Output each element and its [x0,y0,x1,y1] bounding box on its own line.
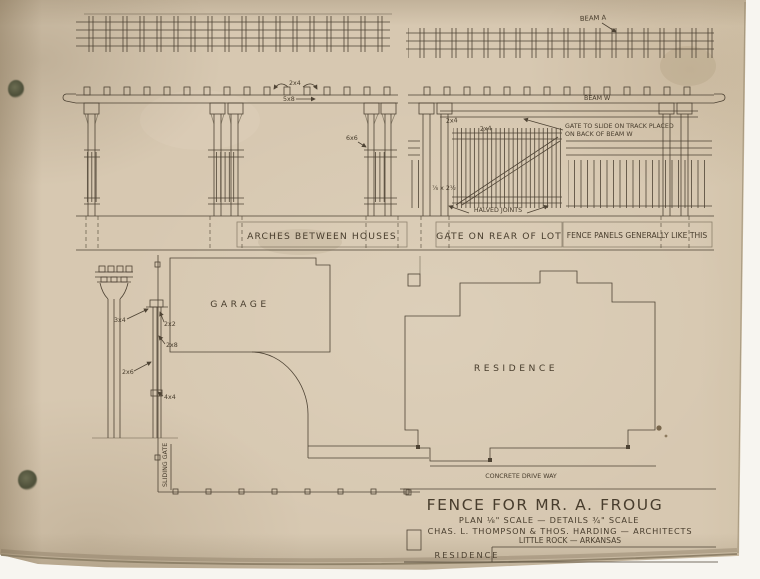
punch-hole-bottom [18,470,37,490]
dim-label: 2x4 [480,125,492,133]
label-beam-a: BEAM A [580,14,607,23]
label-halved-joints: HALVED JOINTS [474,207,522,214]
label-gate-on-rear-of-lot: GATE ON REAR OF LOT [436,231,562,242]
garage-outline [169,257,331,353]
label-fence-panels: FENCE PANELS GENERALLY LIKE THIS [567,231,708,240]
label-garage: GARAGE [210,299,269,310]
label-sliding-gate: SLIDING GATE [162,443,169,487]
drive-curve [251,351,309,458]
dim-label: 5x8 [283,96,295,103]
dim-label: ⅞ x 2½ [432,184,456,192]
arches-elevation [62,83,398,216]
title-block [400,488,718,563]
paper-stains [140,46,716,438]
label-residence-bottom: RESIDENCE [435,550,500,560]
drawing-title: FENCE FOR MR. A. FROUG [427,496,664,514]
dim-label: 6x6 [346,135,358,142]
architects-location: LITTLE ROCK — ARKANSAS [519,536,621,545]
gate-elevation [408,86,726,216]
paper-edge-shadow [0,1,746,566]
label-gate-note-1: GATE TO SLIDE ON TRACK PLACED [565,123,674,130]
label-beam-w: BEAM W [584,95,611,102]
label-arches-between-houses: ARCHES BETWEEN HOUSES [247,231,397,242]
residence-outline [404,270,656,462]
label-concrete-drive-way: CONCRETE DRIVE WAY [485,473,557,480]
scale-note: PLAN ⅛" SCALE — DETAILS ¾" SCALE [459,515,639,525]
dim-label: 2x4 [289,80,301,87]
pergola-plan-strip-left [76,13,392,53]
elevation-baseline-band [76,215,714,251]
dim-label: 2x4 [446,117,458,125]
column-detail [92,265,178,439]
dim-label: 4x4 [164,394,176,401]
punch-hole-top [8,80,24,98]
pergola-plan-strip-right [406,22,714,61]
dim-label: 3x4 [114,317,126,324]
dim-label: 2x6 [122,369,134,376]
label-gate-note-2: ON BACK OF BEAM W [565,131,633,138]
label-residence: RESIDENCE [474,363,558,374]
dim-label: 2x8 [166,342,178,349]
site-plan [154,255,656,495]
architects-name: CHAS. L. THOMPSON & THOS. HARDING — ARCH… [428,526,693,536]
